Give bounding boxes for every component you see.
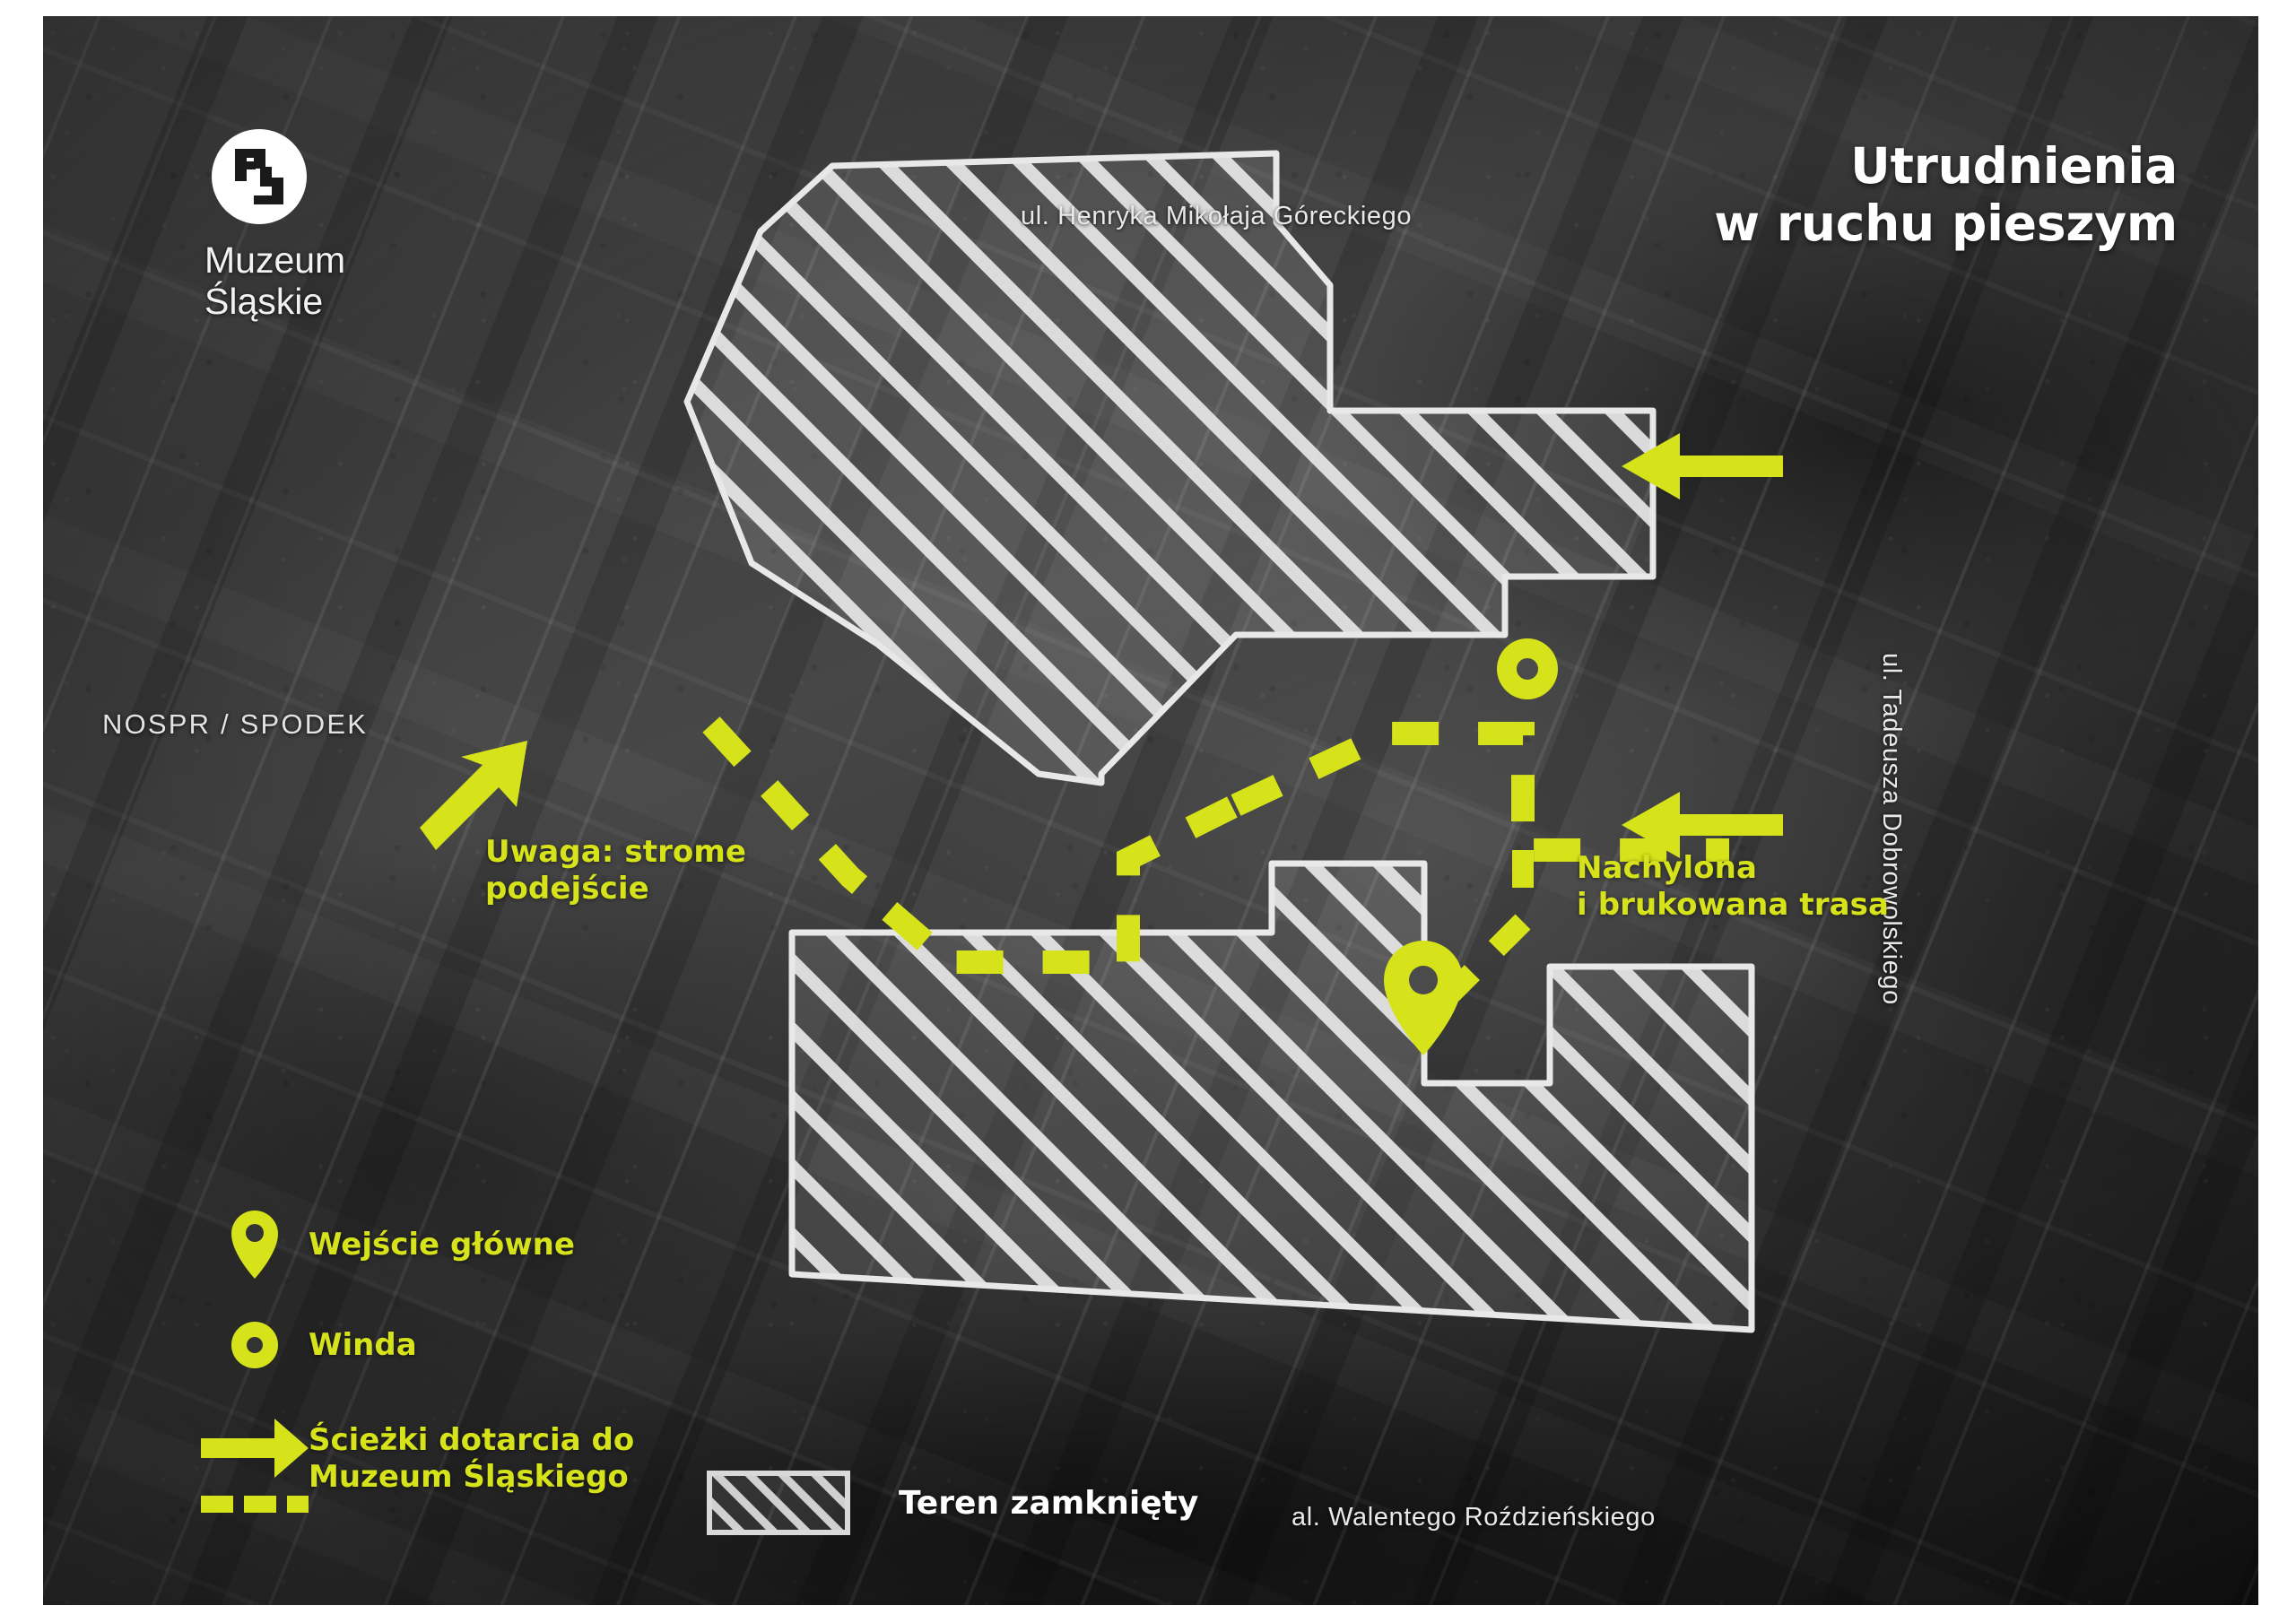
- map-pin-icon: [201, 1209, 309, 1280]
- annotation-steep-approach-line1: Uwaga: strome: [485, 834, 747, 870]
- page-title-line2: w ruchu pieszym: [1714, 194, 2178, 252]
- marker-main-entrance[interactable]: [1384, 941, 1463, 1055]
- annotation-inclined-route-line2: i brukowana trasa: [1577, 887, 1890, 924]
- legend-item-access-paths-label: Ścieżki dotarcia do Muzeum Śląskiego: [309, 1422, 635, 1495]
- street-label-bottom: al. Walentego Roździeńskiego: [1292, 1503, 1656, 1532]
- annotation-inclined-route: Nachylona i brukowana trasa: [1577, 850, 1889, 924]
- elevator-circle-icon: [201, 1320, 309, 1370]
- map-overlay: [420, 150, 1783, 1333]
- legend-item-closed-area[interactable]: Teren zamknięty: [707, 1471, 1198, 1535]
- marker-elevator[interactable]: [1497, 638, 1558, 699]
- monogram-glyph-icon: [235, 149, 283, 204]
- legend-item-closed-area-label: Teren zamknięty: [899, 1484, 1199, 1522]
- legend-item-main-entrance[interactable]: Wejście główne: [201, 1209, 634, 1280]
- access-arrow-right-top: [1622, 433, 1783, 499]
- arrow-and-dashes-icon: [201, 1415, 309, 1514]
- legend: Wejście główne Winda: [201, 1209, 634, 1553]
- dashed-route-east: [1231, 722, 1729, 862]
- annotation-steep-approach-line2: podejście: [485, 871, 649, 907]
- hatched-swatch-icon: [707, 1471, 850, 1535]
- closed-area-north: [683, 150, 1657, 786]
- legend-item-main-entrance-label: Wejście główne: [309, 1226, 575, 1263]
- annotation-inclined-route-line1: Nachylona: [1577, 850, 1757, 886]
- aerial-map[interactable]: ul. Henryka Mikołaja Góreckiego ul. Tade…: [43, 16, 2258, 1605]
- legend-item-elevator[interactable]: Winda: [201, 1320, 634, 1370]
- muzeum-slaskie-monogram-icon: [212, 129, 307, 224]
- dashed-route-entrance-spur: [1443, 850, 1534, 1002]
- legend-item-access-paths[interactable]: Ścieżki dotarcia do Muzeum Śląskiego: [201, 1415, 634, 1514]
- closed-area-south: [788, 860, 1755, 1333]
- street-label-top: ul. Henryka Mikołaja Góreckiego: [1021, 202, 1413, 230]
- brand-name: Muzeum Śląskie: [204, 239, 346, 323]
- legend-item-elevator-label: Winda: [309, 1326, 417, 1363]
- brand-name-line1: Muzeum: [204, 239, 346, 281]
- street-label-right: ul. Tadeusza Dobrowolskiego: [1877, 653, 1906, 1005]
- brand-name-line2: Śląskie: [204, 280, 324, 322]
- dashed-route-west: [702, 716, 1241, 974]
- brand-logo[interactable]: Muzeum Śląskie: [204, 129, 345, 323]
- page-title: Utrudnienia w ruchu pieszym: [1714, 137, 2178, 253]
- annotation-steep-approach: Uwaga: strome podejście: [485, 834, 746, 908]
- place-label-nospr-spodek: NOSPR / SPODEK: [102, 708, 369, 740]
- page-title-line1: Utrudnienia: [1850, 137, 2178, 195]
- access-arrow-left: [420, 741, 527, 850]
